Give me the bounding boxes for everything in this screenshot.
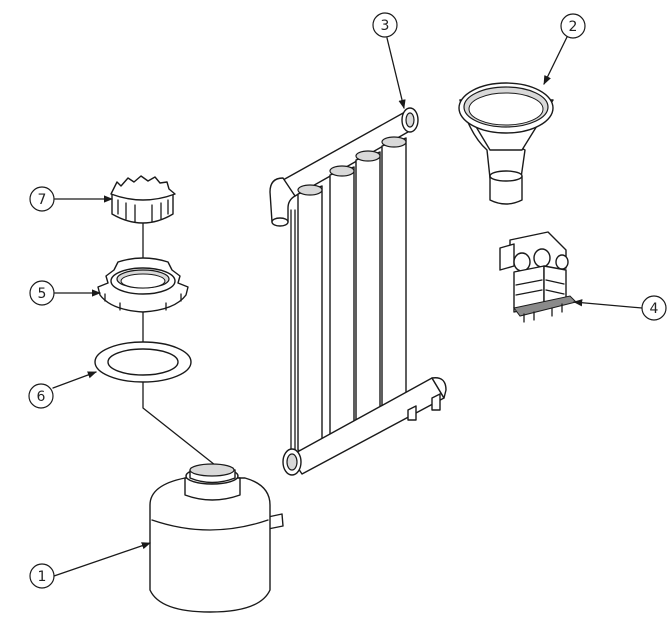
callout-1: 1 — [29, 563, 55, 589]
callout-3: 3 — [372, 12, 398, 38]
callout-6: 6 — [28, 383, 54, 409]
callout-4: 4 — [641, 295, 667, 321]
callout-2: 2 — [560, 13, 586, 39]
callout-5-label: 5 — [38, 286, 47, 302]
assembly-line — [142, 221, 216, 466]
part-1-tank — [149, 463, 284, 613]
callout-1-label: 1 — [38, 569, 47, 585]
part-3-filter-manifold — [269, 107, 447, 476]
callout-3-label: 3 — [381, 18, 390, 34]
part-4-solenoid-valve — [499, 231, 577, 323]
part-6-gasket — [94, 341, 192, 383]
part-2-funnel — [458, 82, 554, 205]
callout-4-label: 4 — [650, 301, 659, 317]
part-7-cap — [110, 175, 176, 224]
callout-7-label: 7 — [38, 192, 47, 208]
callout-5: 5 — [29, 280, 55, 306]
callout-6-label: 6 — [37, 389, 46, 405]
callout-2-label: 2 — [569, 19, 578, 35]
part-5-lock-ring — [97, 257, 189, 313]
callout-leaders — [52, 36, 643, 577]
callout-7: 7 — [29, 186, 55, 212]
